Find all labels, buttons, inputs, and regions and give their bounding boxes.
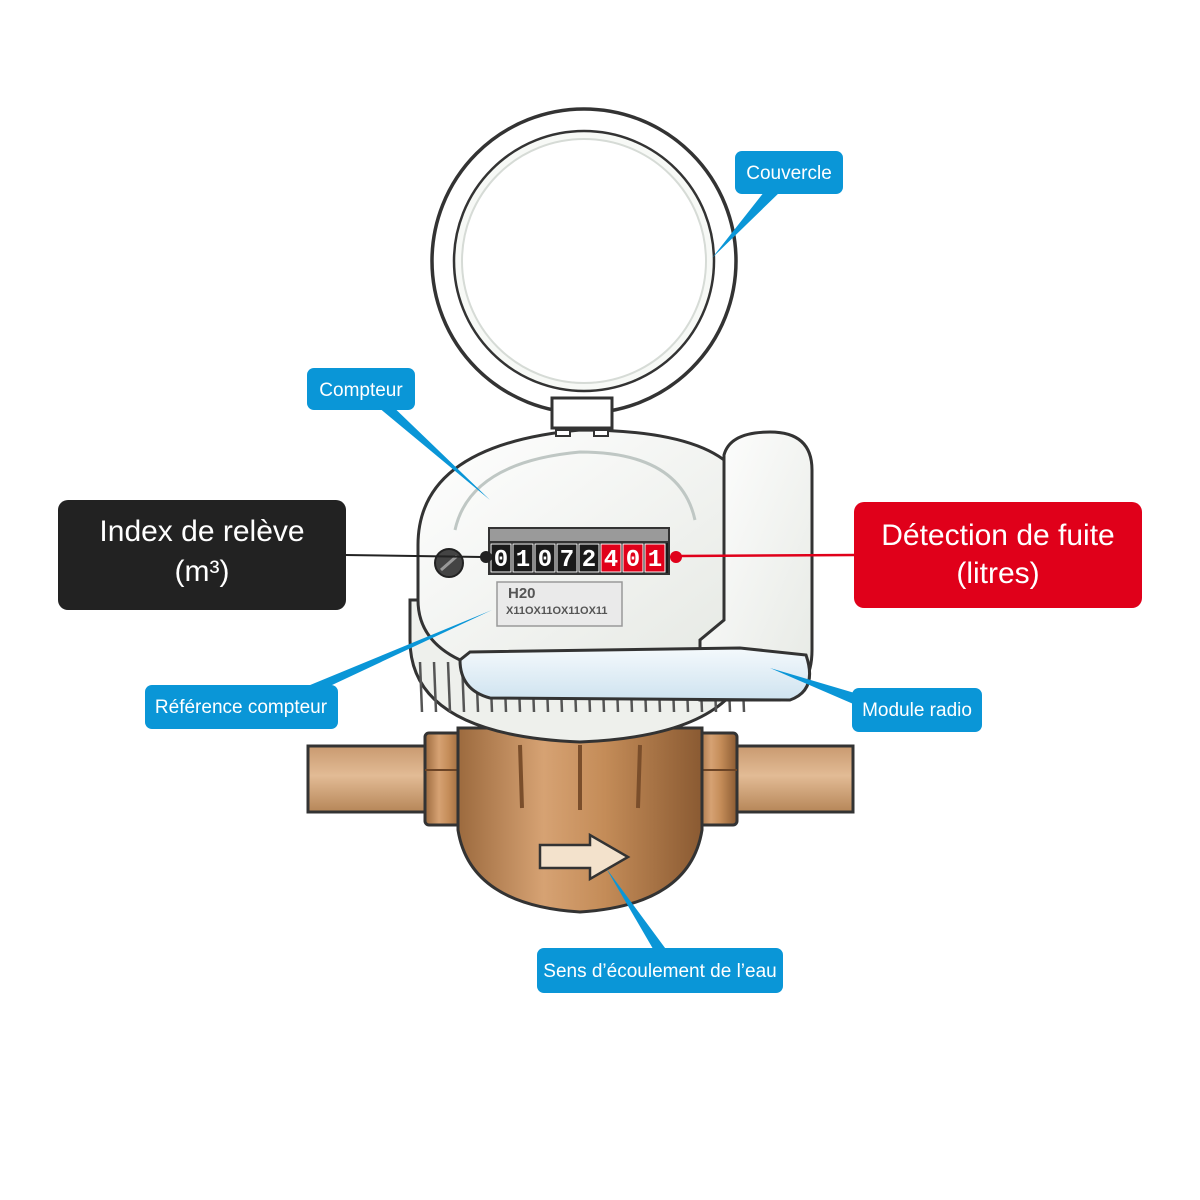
m3-digit-cell: [578, 543, 600, 573]
m3-digit: 7: [560, 547, 574, 574]
m3-digit: 0: [494, 547, 508, 574]
litre-digit: 1: [648, 547, 662, 574]
callout-compteur-text: Compteur: [319, 380, 403, 401]
leader-compteur: [372, 398, 490, 500]
litre-digit-cell: [600, 543, 622, 573]
callout-index-releve: Index de relève (m³): [58, 500, 346, 610]
m3-digit-cell: [534, 543, 556, 573]
plate-brand: H20: [508, 585, 536, 602]
leader-couvercle: [712, 182, 782, 258]
litre-digit: 4: [604, 547, 618, 574]
litre-digit-cell: [622, 543, 644, 573]
collar-rib: [432, 661, 438, 713]
leader-reference: [298, 610, 492, 700]
litre-digit: 0: [626, 547, 640, 574]
m3-digit: 0: [538, 547, 552, 574]
callout-reference-compteur: Référence compteur: [145, 685, 338, 729]
callout-fuite-line1: Détection de fuite: [881, 519, 1114, 552]
litre-digit-cell: [644, 543, 666, 573]
callout-module-text: Module radio: [862, 700, 972, 721]
screw-icon: [434, 548, 464, 578]
callout-index-line1: Index de relève: [99, 515, 304, 548]
counter-right-dot: [670, 551, 682, 563]
callout-reference-text: Référence compteur: [155, 697, 328, 718]
callout-detection-fuite: Détection de fuite (litres): [854, 502, 1142, 608]
leader-sens: [606, 868, 668, 954]
meter-body: [423, 726, 739, 914]
callout-couvercle: Couvercle: [735, 151, 843, 194]
callout-sens-text: Sens d’écoulement de l’eau: [543, 961, 776, 982]
leader-lines: [298, 182, 858, 954]
collar-rib: [446, 661, 452, 713]
callout-couvercle-text: Couvercle: [746, 163, 832, 184]
plate-serial: X11OX11OX11OX11: [506, 605, 608, 617]
m3-digit: 1: [516, 547, 530, 574]
reference-plate: H20 X11OX11OX11OX11: [496, 581, 623, 627]
leader-index: [344, 554, 483, 558]
callout-compteur: Compteur: [307, 368, 415, 410]
callout-module-radio: Module radio: [852, 688, 982, 732]
leader-module: [770, 668, 858, 706]
m3-digit: 2: [582, 547, 596, 574]
callout-index-line2: (m³): [175, 555, 230, 588]
callout-fuite-line2: (litres): [956, 557, 1039, 590]
leader-fuite: [679, 553, 856, 558]
m3-digit-cell: [512, 543, 534, 573]
collar-rib: [418, 661, 424, 713]
counter-left-dot: [480, 551, 492, 563]
radio-module: [458, 430, 814, 702]
m3-digit-cell: [556, 543, 578, 573]
callout-sens-ecoulement: Sens d’écoulement de l’eau: [537, 948, 783, 993]
meter-lid: [430, 107, 738, 437]
